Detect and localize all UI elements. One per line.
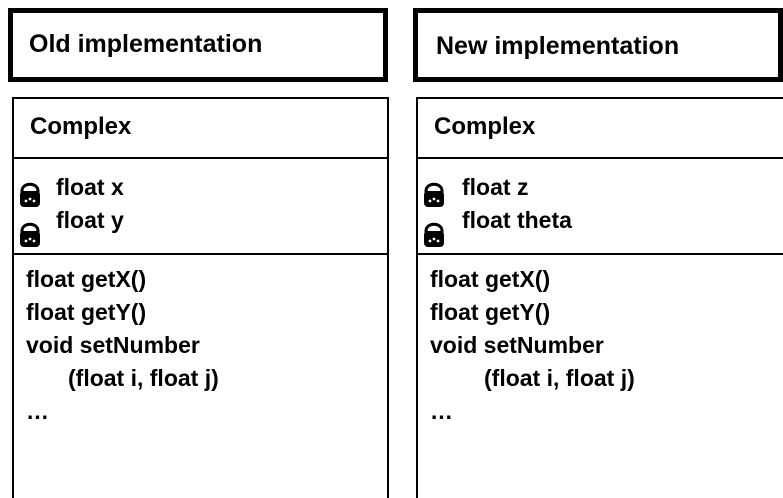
new-method: float getY() (430, 299, 551, 325)
old-title-box: Old implementation (8, 8, 388, 82)
new-class-name-section: Complex (418, 99, 783, 159)
old-attribute-row: float y (14, 206, 387, 249)
old-method: float getY() (26, 299, 147, 325)
new-class-name: Complex (434, 113, 536, 140)
private-lock-icon (422, 222, 446, 249)
private-lock-icon (18, 182, 42, 209)
new-method-ellipsis: … (430, 398, 453, 424)
old-method-params: (float i, float j) (68, 365, 219, 391)
old-class-name: Complex (30, 113, 132, 140)
new-attributes-section: float z float theta (418, 159, 783, 255)
old-method-ellipsis: … (26, 398, 49, 424)
new-methods-section: float getX() float getY() void setNumber… (418, 255, 783, 498)
old-attributes-section: float x float y (14, 159, 387, 255)
new-title-box: New implementation (413, 8, 783, 82)
old-attribute-row: float x (14, 173, 387, 209)
old-method: float getX() (26, 266, 147, 292)
old-attribute: float x (56, 174, 124, 200)
old-title: Old implementation (29, 30, 263, 58)
new-attribute-row: float theta (418, 206, 783, 249)
old-method: void setNumber (26, 332, 200, 358)
new-method: float getX() (430, 266, 551, 292)
old-class-box: Complex float x float y float getX() flo… (12, 97, 389, 498)
old-attribute: float y (56, 207, 124, 233)
private-lock-icon (18, 222, 42, 249)
old-class-name-section: Complex (14, 99, 387, 159)
new-method: void setNumber (430, 332, 604, 358)
old-methods-section: float getX() float getY() void setNumber… (14, 255, 387, 498)
new-attribute: float z (462, 174, 529, 200)
private-lock-icon (422, 182, 446, 209)
new-attribute: float theta (462, 207, 572, 233)
new-class-box: Complex float z float theta float getX()… (416, 97, 783, 498)
new-attribute-row: float z (418, 173, 783, 209)
new-title: New implementation (436, 32, 680, 60)
new-method-params: (float i, float j) (484, 365, 635, 391)
